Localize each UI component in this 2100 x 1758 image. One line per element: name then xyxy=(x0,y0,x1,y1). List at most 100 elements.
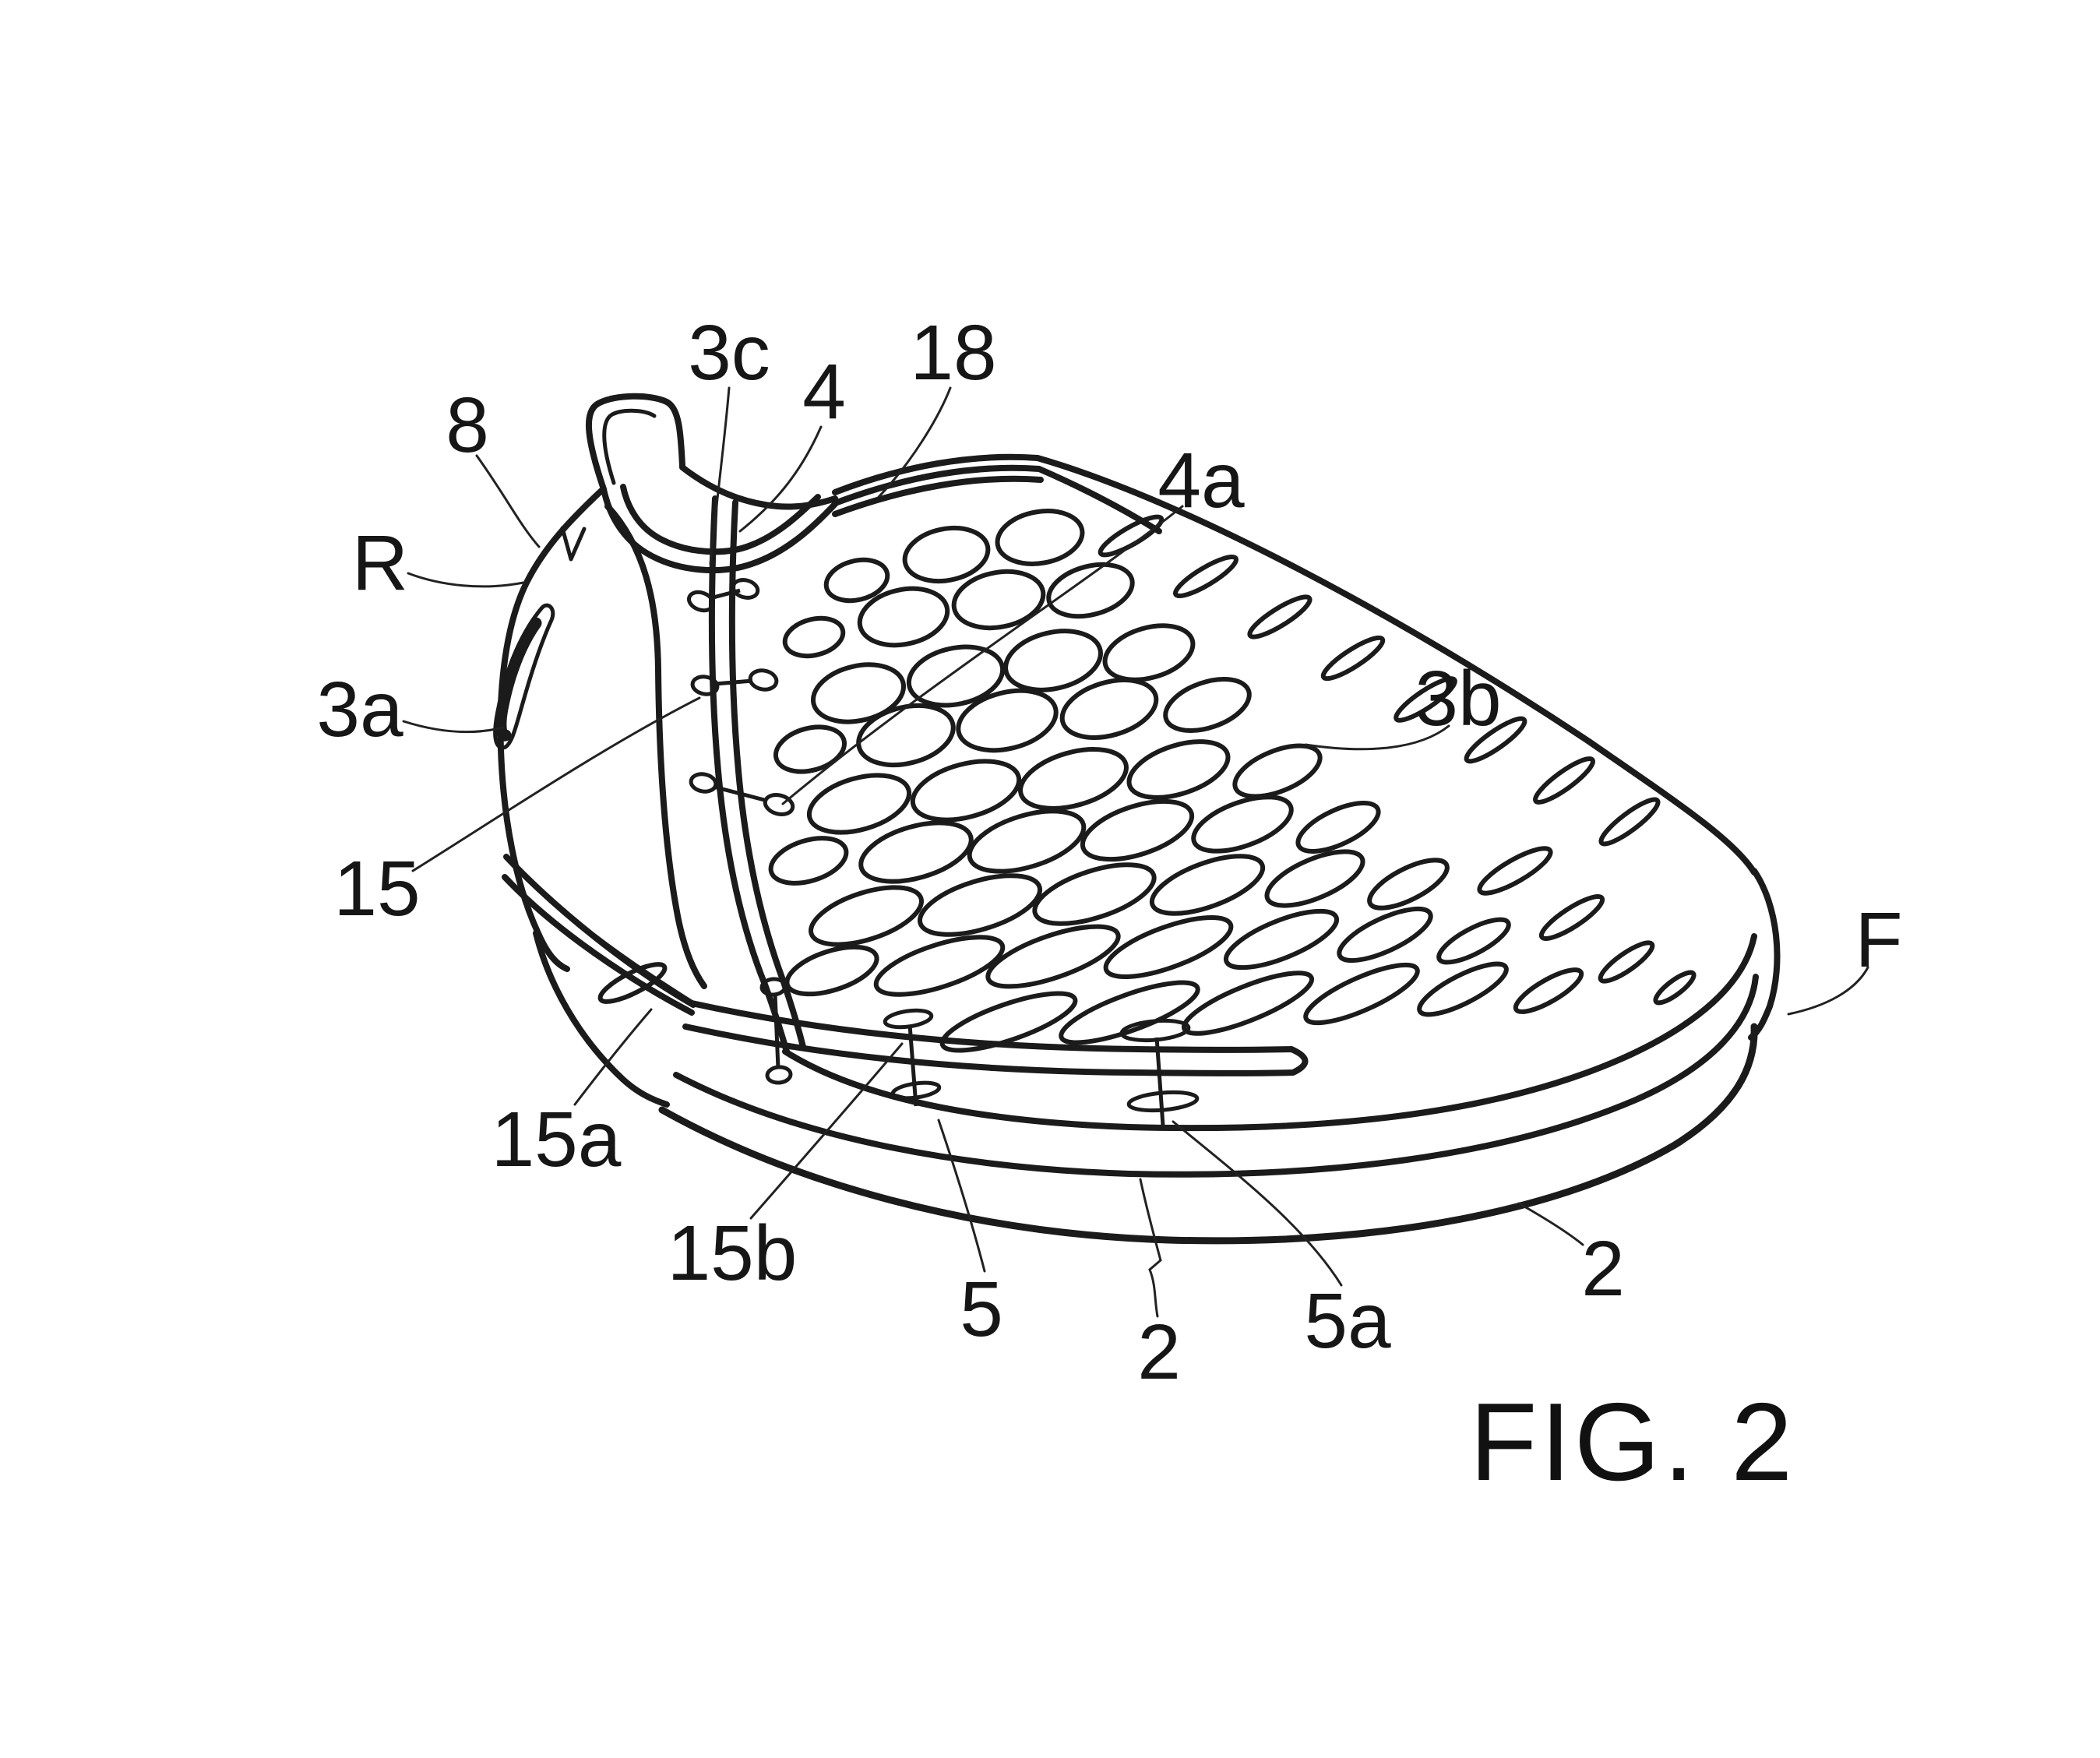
stitch-eyelet xyxy=(763,793,795,816)
leader-4a xyxy=(781,505,1184,805)
stitch-thread xyxy=(710,588,741,601)
vent-hole xyxy=(1436,917,1511,965)
vent-hole xyxy=(1337,906,1433,964)
collar-outer xyxy=(601,486,839,574)
pull-tab-inner xyxy=(602,408,657,485)
vent-hole xyxy=(1080,798,1195,862)
vent-hole xyxy=(917,873,1043,937)
vent-hole xyxy=(823,557,890,604)
vent-hole xyxy=(809,885,924,947)
vent-hole xyxy=(1417,961,1509,1017)
vent-hole xyxy=(768,836,849,886)
vent-hole xyxy=(1264,849,1365,908)
vent-hole xyxy=(1032,862,1157,926)
stitch-thread xyxy=(713,784,768,803)
vent-hole xyxy=(1191,794,1294,854)
stitch-thread xyxy=(907,1024,918,1107)
vent-hole xyxy=(1513,967,1584,1014)
vent-hole xyxy=(906,644,1006,708)
stitch-eyelet xyxy=(765,1065,793,1085)
heel-panel-seam xyxy=(604,503,707,989)
leader-18 xyxy=(877,386,952,499)
vent-hole xyxy=(1173,554,1239,599)
topline-binding-3 xyxy=(832,475,1044,517)
vent-hole xyxy=(1303,962,1420,1026)
stitch-eyelet xyxy=(689,772,718,794)
vent-hole xyxy=(910,759,1022,823)
vent-hole xyxy=(1598,797,1661,847)
vent-hole xyxy=(985,924,1121,989)
vent-hole xyxy=(1163,677,1252,733)
shoe-outline xyxy=(493,393,1781,1245)
heel-wedge-inner xyxy=(591,932,699,1007)
leader-F xyxy=(1787,966,1869,1016)
leader-lines xyxy=(402,386,1869,1318)
leader-15a xyxy=(573,1008,653,1106)
leader-2-sole xyxy=(1139,1178,1162,1318)
ref-label-18: 18 xyxy=(910,309,996,396)
ref-label-15b: 15b xyxy=(668,1210,798,1297)
ref-label-2-sole: 2 xyxy=(1137,1309,1181,1396)
vent-hole xyxy=(1046,562,1135,619)
vent-hole xyxy=(1247,594,1312,639)
toe-edge xyxy=(1748,868,1781,1041)
perforation-holes xyxy=(597,509,1697,1053)
vent-hole xyxy=(995,509,1085,566)
ref-label-4: 4 xyxy=(802,348,846,435)
vamp-edge xyxy=(1034,455,1757,875)
vent-hole xyxy=(858,820,974,884)
vent-hole xyxy=(1003,629,1103,692)
reference-labels: 8 R 3a 3c 4 18 4a 3b 15 15a 15b 5 2 5a 2… xyxy=(316,309,1902,1504)
ref-label-5a: 5a xyxy=(1304,1277,1391,1365)
vent-hole xyxy=(1059,678,1159,740)
leader-5a xyxy=(1172,1120,1343,1287)
heel-wedge-lower xyxy=(502,874,695,1016)
ref-label-3b: 3b xyxy=(1415,655,1501,742)
stitch-eyelet xyxy=(687,590,715,613)
vent-hole xyxy=(967,809,1087,874)
topline-binding-1 xyxy=(832,453,1041,495)
vent-hole xyxy=(1223,908,1340,971)
vent-hole xyxy=(773,724,847,774)
vent-hole xyxy=(1394,676,1457,723)
stitch-thread xyxy=(714,678,753,686)
vent-hole xyxy=(1103,915,1234,979)
heel-notch xyxy=(560,526,587,562)
vent-hole xyxy=(1232,743,1323,799)
vent-hole xyxy=(597,962,668,1004)
vent-hole xyxy=(1059,980,1200,1045)
stitch-thread xyxy=(773,993,780,1069)
leader-15b xyxy=(749,1042,904,1220)
vent-hole xyxy=(902,526,991,583)
stitch-thread xyxy=(1154,1037,1165,1126)
vent-hole xyxy=(951,569,1046,631)
sole-band xyxy=(782,933,1757,1132)
stitches xyxy=(687,578,1200,1126)
welt-strip-slot xyxy=(682,1000,1309,1076)
leader-2-outsole xyxy=(1517,1202,1584,1246)
heel-sole-edge xyxy=(533,930,670,1108)
stitch-eyelet xyxy=(690,675,720,696)
vent-hole xyxy=(1018,747,1129,811)
pull-tab xyxy=(585,393,685,492)
vent-hole xyxy=(939,991,1078,1053)
vent-hole xyxy=(784,944,879,997)
vent-hole xyxy=(1477,846,1553,896)
vent-hole xyxy=(856,703,956,768)
vent-hole xyxy=(1149,854,1266,916)
ref-label-2-outsole: 2 xyxy=(1581,1225,1625,1312)
vent-hole xyxy=(1653,970,1697,1006)
vent-hole xyxy=(857,586,950,648)
leader-15 xyxy=(411,696,701,872)
ref-label-3c: 3c xyxy=(688,309,770,396)
vent-hole xyxy=(956,688,1059,753)
leader-4 xyxy=(738,425,823,533)
leader-3a xyxy=(402,720,505,733)
heel-slot-bar xyxy=(495,617,542,742)
figure-caption: FIG. 2 xyxy=(1470,1380,1796,1504)
vent-hole xyxy=(873,935,1006,997)
stitch-eyelet xyxy=(748,668,779,692)
vent-hole xyxy=(1538,894,1605,941)
vent-hole xyxy=(1464,716,1527,764)
